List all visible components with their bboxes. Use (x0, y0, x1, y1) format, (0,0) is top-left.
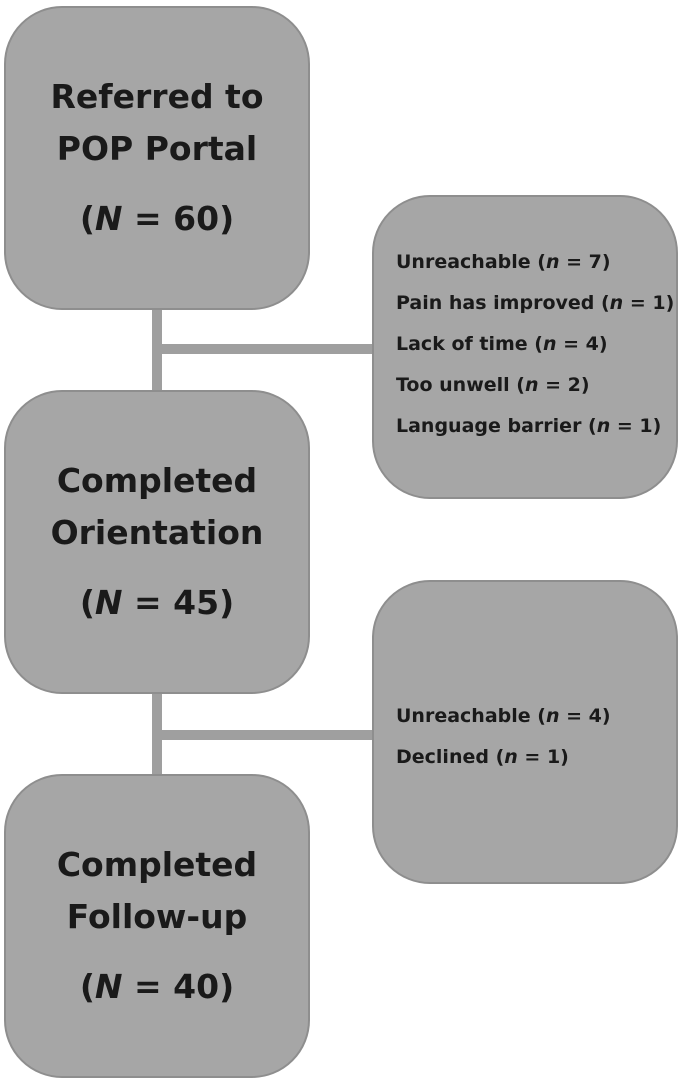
box-referred-count: (N = 60) (79, 199, 235, 238)
exclusion-1-item: Lack of time (n = 4) (396, 333, 608, 355)
box-orientation-title-1: Completed (56, 461, 258, 500)
box-followup-title-2: Follow-up (66, 897, 248, 936)
exclusion-1-item: Pain has improved (n = 1) (396, 292, 675, 314)
box-referred: Referred to POP Portal (N = 60) (4, 6, 310, 310)
box-followup: Completed Follow-up (N = 40) (4, 774, 310, 1078)
box-followup-title-1: Completed (56, 845, 258, 884)
exclusion-1-item: Language barrier (n = 1) (396, 415, 662, 437)
connector-horizontal-2 (157, 730, 374, 740)
box-referred-title-2: POP Portal (56, 129, 258, 168)
box-orientation-count: (N = 45) (79, 583, 235, 622)
exclusion-2-item: Declined (n = 1) (396, 746, 569, 768)
exclusion-box-1: Unreachable (n = 7) Pain has improved (n… (372, 195, 678, 499)
box-orientation-title-2: Orientation (50, 513, 264, 552)
exclusion-box-2: Unreachable (n = 4) Declined (n = 1) (372, 580, 678, 884)
box-orientation: Completed Orientation (N = 45) (4, 390, 310, 694)
exclusion-1-item: Unreachable (n = 7) (396, 251, 611, 273)
box-referred-title-1: Referred to (50, 77, 264, 116)
box-followup-count: (N = 40) (79, 967, 235, 1006)
exclusion-1-item: Too unwell (n = 2) (396, 374, 590, 396)
exclusion-2-item: Unreachable (n = 4) (396, 705, 611, 727)
connector-horizontal-1 (157, 344, 374, 354)
